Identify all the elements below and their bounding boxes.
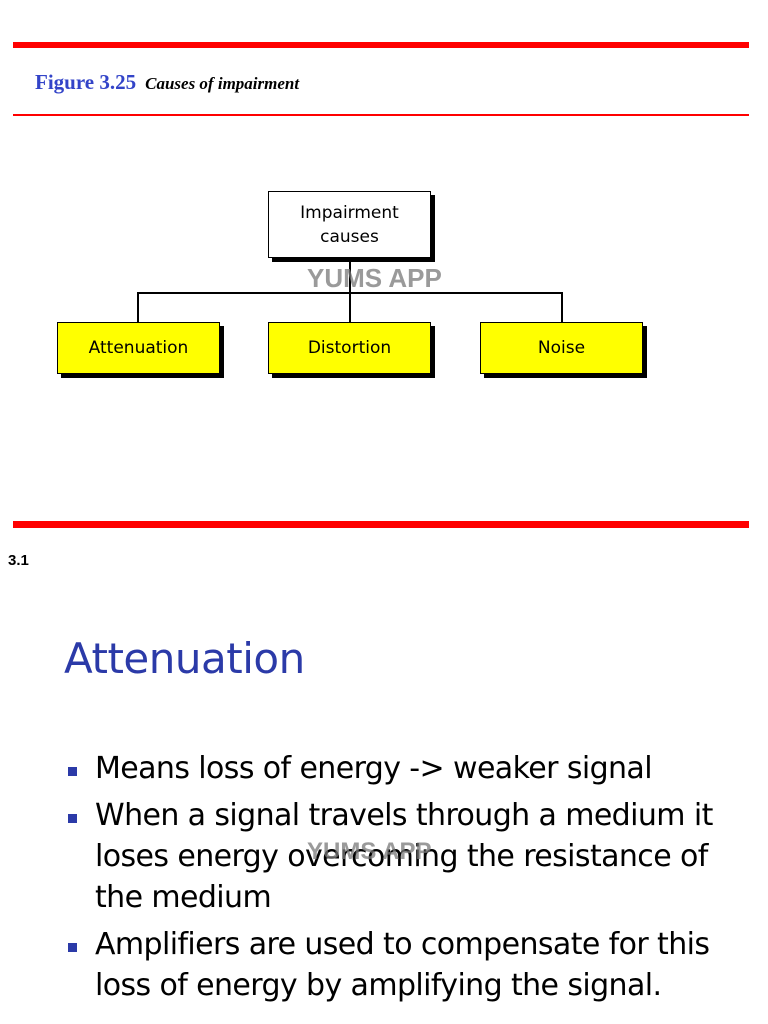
slide-title: Attenuation [64, 634, 305, 683]
figure-caption: Figure 3.25 Causes of impairment [35, 70, 299, 95]
impairment-diagram: Impairment causes Attenuation Distortion… [57, 191, 643, 374]
node-attenuation: Attenuation [57, 322, 220, 374]
node-distortion: Distortion [268, 322, 431, 374]
connector-left-down [137, 292, 139, 323]
watermark-bottom: YUMS APP [307, 838, 432, 865]
bullet-list: Means loss of energy -> weaker signal Wh… [64, 748, 754, 1012]
slide-number: 3.1 [8, 552, 29, 569]
caption-rule [13, 114, 749, 116]
bullet-item: Means loss of energy -> weaker signal [64, 748, 754, 789]
connector-root-down [349, 258, 351, 293]
connector-right-down [561, 292, 563, 323]
top-rule [13, 42, 749, 48]
watermark-top: YUMS APP [307, 263, 442, 293]
bullet-item: Amplifiers are used to compensate for th… [64, 924, 754, 1006]
root-node: Impairment causes [268, 191, 431, 258]
bullet-text: Amplifiers are used to compensate for th… [95, 927, 710, 1003]
node-noise: Noise [480, 322, 643, 374]
connector-middle-down [349, 292, 351, 323]
bullet-text: Means loss of energy -> weaker signal [95, 751, 653, 786]
bullet-square-icon [68, 943, 77, 952]
bottom-rule [13, 521, 749, 528]
bullet-square-icon [68, 767, 77, 776]
bullet-item: When a signal travels through a medium i… [64, 795, 754, 918]
figure-number: Figure 3.25 [35, 70, 137, 94]
figure-title: Causes of impairment [145, 74, 300, 93]
bullet-text: When a signal travels through a medium i… [95, 798, 713, 915]
bullet-square-icon [68, 814, 77, 823]
